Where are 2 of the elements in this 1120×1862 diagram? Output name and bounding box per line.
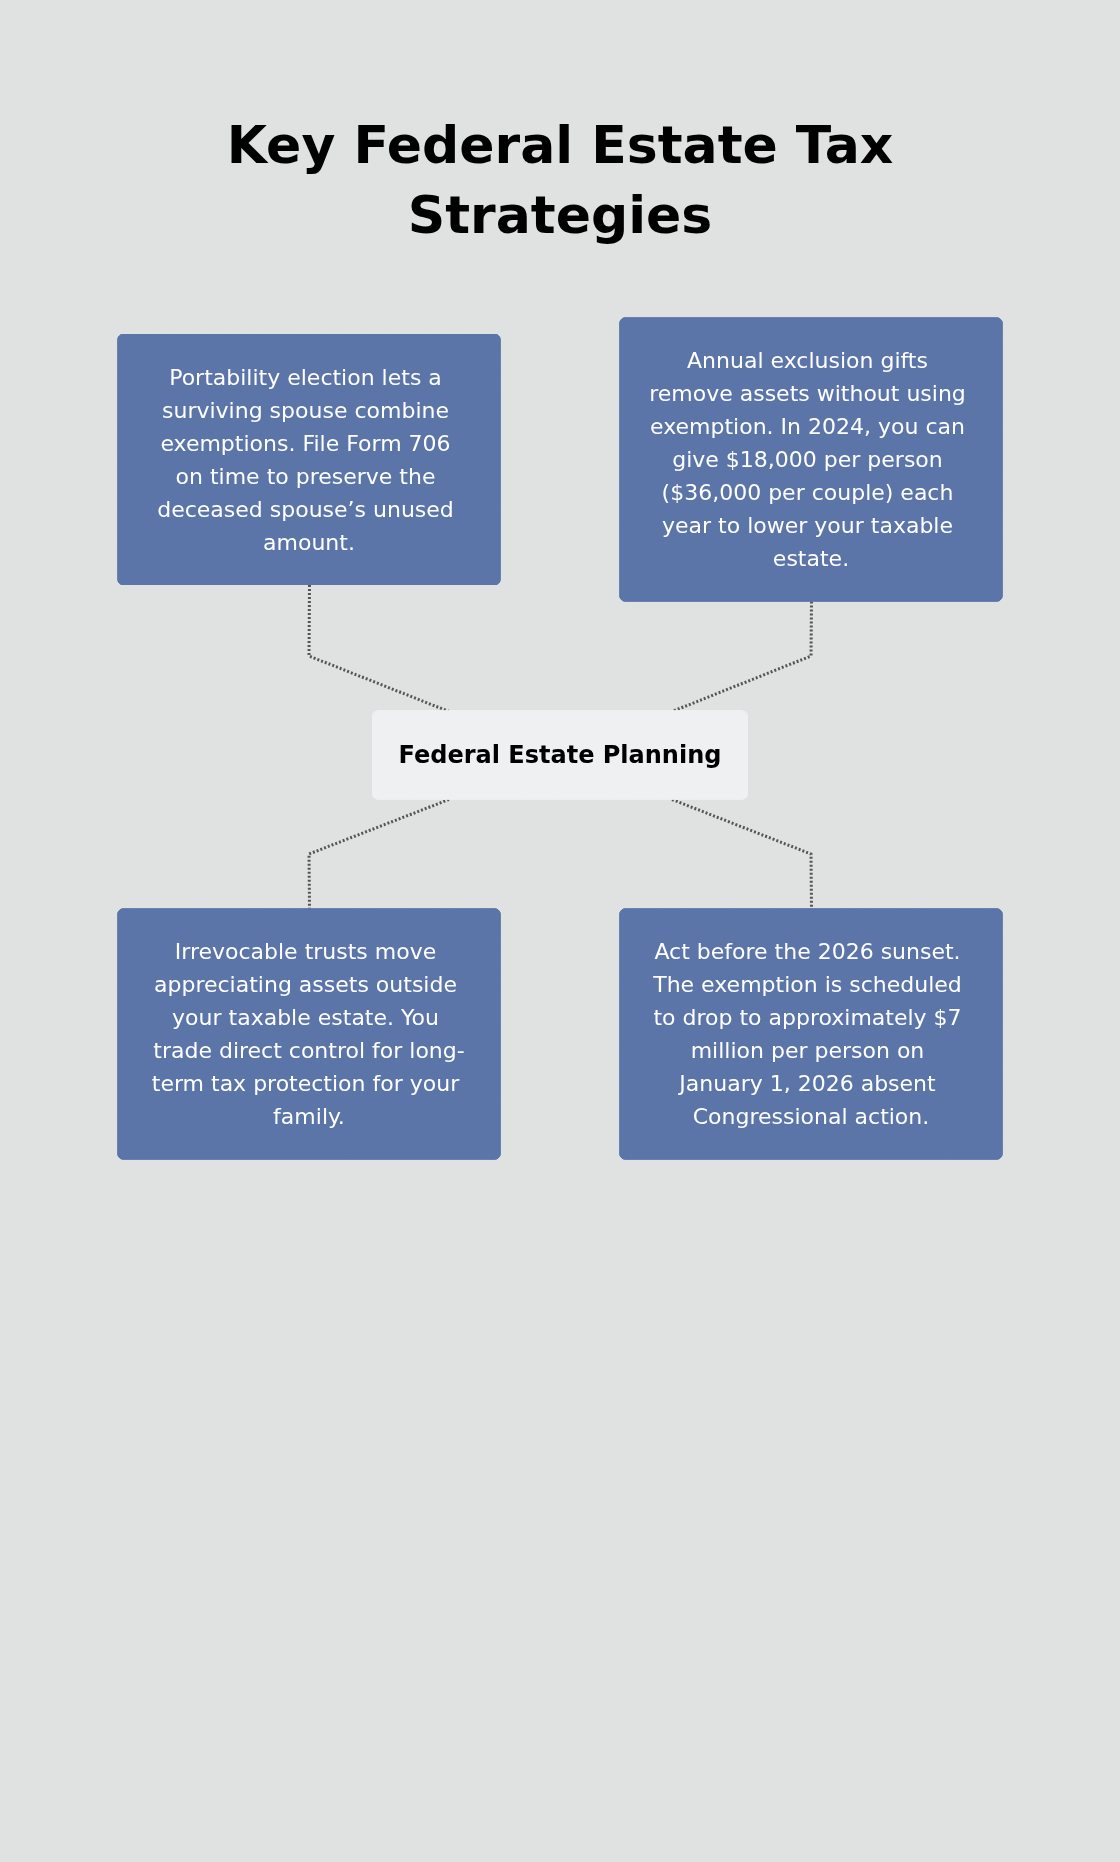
- title: Key Federal Estate Tax Strategies: [225, 114, 895, 248]
- connector: [671, 798, 813, 910]
